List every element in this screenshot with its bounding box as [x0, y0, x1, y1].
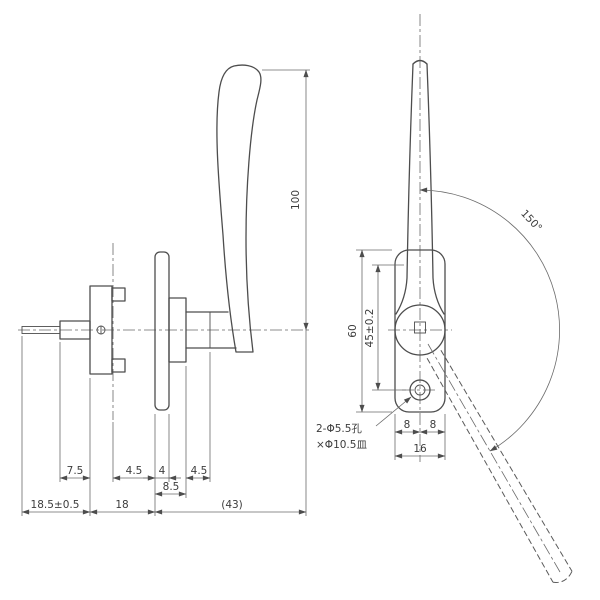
rose-top-lug — [111, 287, 126, 302]
rose-bottom-lug — [111, 358, 126, 373]
dim-43-label: (43) — [221, 499, 243, 511]
dim-4_5-b-label: 4.5 — [191, 465, 208, 477]
dim-16-label: 16 — [413, 443, 427, 455]
lever-left-edge — [395, 63, 414, 315]
dim-7_5-label: 7.5 — [67, 465, 84, 477]
rose-body — [89, 285, 113, 375]
handle-boss — [168, 297, 187, 363]
hole-note-line2: ×Φ10.5皿 — [316, 439, 367, 451]
front-view: 150° 60 45±0.2 8 8 16 2-Φ5.5孔 ×Φ10.5皿 — [316, 14, 573, 583]
dim-18-label: 18 — [115, 499, 128, 511]
dim-8-left-label: 8 — [404, 419, 411, 431]
open-lever-edge-b — [426, 357, 554, 583]
lever-top-cap — [412, 59, 428, 65]
side-view: 100 7.5 4.5 4 4.5 8.5 18.5±0.5 18 (43) — [18, 64, 312, 516]
lever-right-edge — [426, 63, 445, 315]
hole-note-line1: 2-Φ5.5孔 — [316, 422, 362, 435]
open-lever-centerline — [427, 343, 561, 573]
handle-plate-edge — [154, 251, 170, 411]
dim-100-label: 100 — [290, 190, 302, 210]
dim-45-label: 45±0.2 — [364, 309, 376, 348]
dim-4_5-a-label: 4.5 — [126, 465, 143, 477]
dim-18_5-label: 18.5±0.5 — [31, 499, 80, 511]
dim-4-label: 4 — [159, 465, 166, 477]
swing-arc — [419, 187, 560, 452]
dim-8_5-label: 8.5 — [163, 481, 180, 493]
dim-150deg-label: 150° — [518, 208, 544, 235]
open-lever-end-cap — [552, 571, 573, 583]
dim-8-right-label: 8 — [430, 419, 437, 431]
lever-grip-profile — [216, 64, 262, 353]
hole-note-leader — [375, 396, 412, 427]
open-lever-edge-a — [440, 349, 573, 572]
dim-60-label: 60 — [347, 324, 359, 337]
